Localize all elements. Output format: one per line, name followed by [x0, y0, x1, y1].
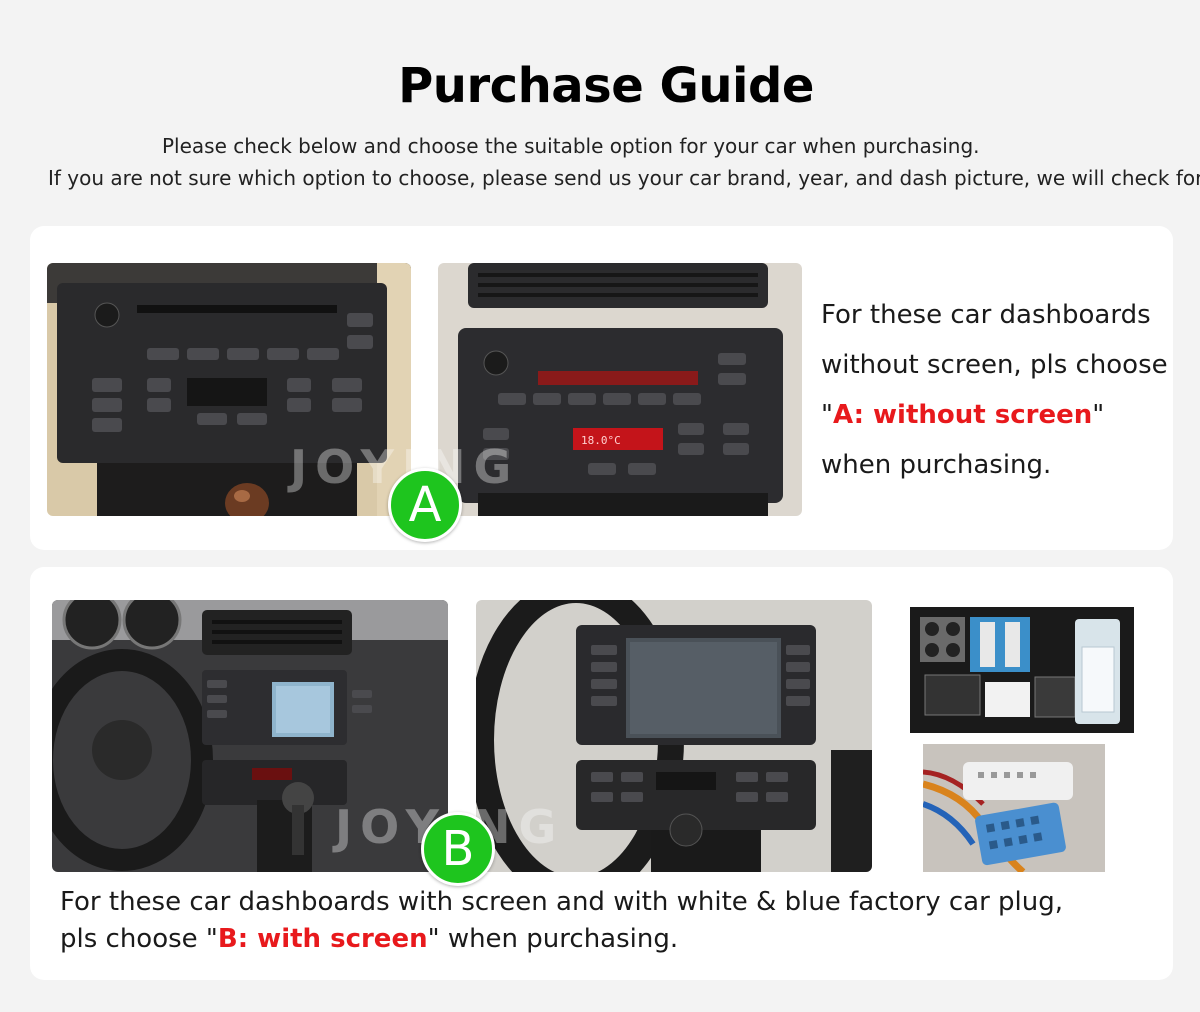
option-b-line-2: pls choose "B: with screen" when purchas…: [60, 921, 1063, 958]
option-a-line-3: "A: without screen": [821, 390, 1168, 440]
page-title: Purchase Guide: [398, 58, 814, 114]
option-a-badge: A: [388, 468, 462, 542]
option-b-highlight: B: with screen: [217, 924, 428, 954]
dashboard-photo-b1: [52, 600, 448, 872]
factory-plug-photo-2: [923, 744, 1105, 872]
option-a-line-4: when purchasing.: [821, 450, 1052, 480]
dashboard-photo-a2: 18.0°C: [438, 263, 802, 516]
option-a-line-2: without screen, pls choose: [821, 350, 1168, 380]
option-a-highlight: A: without screen: [832, 400, 1093, 430]
lcd-temp-label: 18.0°C: [581, 434, 621, 447]
factory-plug-photo-1: [910, 607, 1134, 733]
option-b-line-2-prefix: pls choose ": [60, 924, 218, 954]
intro-line-2: If you are not sure which option to choo…: [48, 166, 1200, 190]
option-a-description: For these car dashboards without screen,…: [821, 290, 1168, 490]
option-a-line-1: For these car dashboards: [821, 300, 1151, 330]
quote-close: ": [1092, 400, 1105, 430]
dashboard-photo-a1: [47, 263, 411, 516]
dashboard-photo-b2: [476, 600, 872, 872]
option-b-line-2-suffix: " when purchasing.: [427, 924, 679, 954]
option-b-line-1: For these car dashboards with screen and…: [60, 887, 1064, 917]
intro-line-1: Please check below and choose the suitab…: [162, 134, 980, 158]
quote-open: ": [821, 400, 833, 430]
option-b-badge: B: [421, 812, 495, 886]
option-b-description: For these car dashboards with screen and…: [60, 884, 1063, 958]
